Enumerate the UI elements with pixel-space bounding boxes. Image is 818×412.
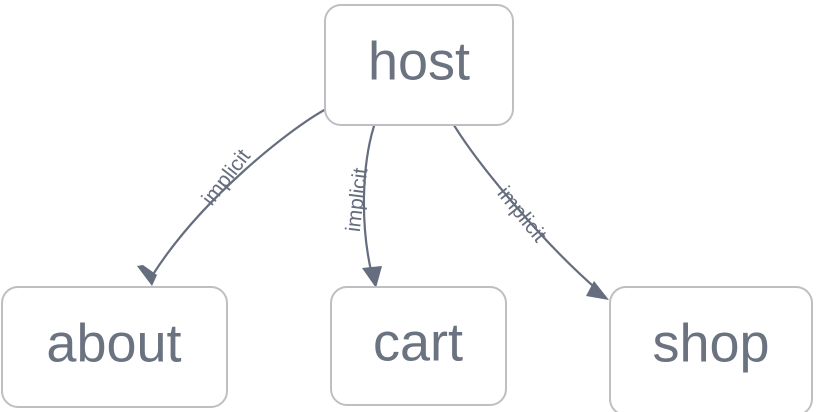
edge-host-shop[interactable]: implicit: [450, 120, 609, 300]
node-host[interactable]: host: [324, 4, 514, 126]
node-about[interactable]: about: [1, 286, 228, 408]
edge-host-cart-arrowhead: [362, 266, 382, 288]
node-cart-label: cart: [373, 312, 463, 372]
node-cart-box: [330, 286, 507, 406]
nodes-layer: host about cart shop: [1, 4, 813, 412]
node-cart[interactable]: cart: [330, 286, 507, 406]
edge-host-shop-path: [450, 120, 602, 294]
edge-host-about-path: [150, 106, 330, 278]
edge-host-shop-arrowhead: [586, 281, 609, 300]
node-shop[interactable]: shop: [609, 286, 813, 412]
edge-label-host-cart: implicit: [342, 166, 373, 233]
node-host-label: host: [368, 31, 470, 91]
node-about-box: [1, 286, 228, 408]
edge-label-host-about: implicit: [197, 145, 255, 210]
edge-host-about-arrowhead: [137, 265, 157, 286]
edge-label-host-shop: implicit: [493, 182, 551, 246]
node-shop-box: [609, 286, 813, 412]
edge-host-cart-path: [362, 124, 376, 277]
edge-host-cart[interactable]: implicit: [342, 124, 382, 288]
node-host-box: [324, 4, 514, 126]
edge-host-about[interactable]: implicit: [137, 106, 330, 286]
node-about-label: about: [46, 313, 181, 373]
edges-layer: implicit implicit implicit: [137, 106, 609, 300]
node-shop-label: shop: [652, 313, 769, 373]
